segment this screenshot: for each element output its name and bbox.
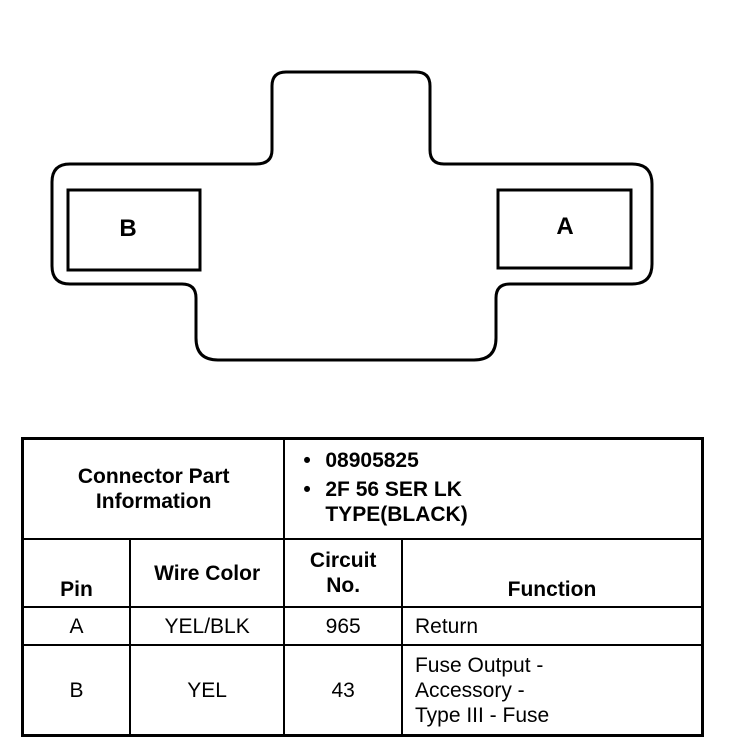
function-cell: Fuse Output - Accessory - Type III - Fus…	[400, 644, 704, 737]
wire-color-cell: YEL	[128, 644, 286, 737]
part-info-label-line2: Information	[95, 490, 212, 513]
function-line: Return	[414, 614, 478, 638]
part-number-line2: TYPE(BLACK)	[325, 502, 468, 526]
header-circuit-no: Circuit No.	[283, 538, 403, 608]
connector-housing-outline	[50, 70, 654, 362]
cavity-a	[496, 188, 633, 270]
cavity-b	[66, 188, 202, 272]
part-numbers-cell: 08905825 2F 56 SER LK TYPE(BLACK)	[283, 437, 704, 540]
function-cell: Return	[400, 606, 704, 646]
function-line: Type III - Fuse	[414, 703, 550, 727]
header-function: Function	[400, 538, 704, 608]
cavity-b-label: B	[119, 215, 136, 242]
wire-color-cell: YEL/BLK	[128, 606, 286, 646]
header-wire-color: Wire Color	[128, 538, 286, 608]
part-number: 2F 56 SER LK TYPE(BLACK)	[303, 477, 701, 527]
part-info-row: Connector Part Information 08905825 2F 5…	[21, 437, 704, 540]
table-row: B YEL 43 Fuse Output - Accessory - Type …	[21, 644, 704, 737]
circuit-cell: 43	[283, 644, 403, 737]
header-pin: Pin	[21, 538, 131, 608]
function-line: Fuse Output -	[414, 653, 544, 677]
circuit-cell: 965	[283, 606, 403, 646]
header-circuit-line2: No.	[326, 574, 361, 597]
header-circuit-line1: Circuit	[309, 549, 377, 572]
function-line: Accessory -	[414, 678, 525, 702]
connector-face-diagram: B A	[50, 70, 654, 362]
connector-info-table: Connector Part Information 08905825 2F 5…	[21, 437, 704, 737]
part-numbers-list: 08905825 2F 56 SER LK TYPE(BLACK)	[285, 442, 701, 537]
part-number-line1: 2F 56 SER LK	[325, 477, 462, 501]
table-row: A YEL/BLK 965 Return	[21, 606, 704, 646]
part-info-label-line1: Connector Part	[77, 465, 230, 488]
pin-cell: A	[21, 606, 131, 646]
cavity-a-label: A	[556, 213, 573, 240]
part-number: 08905825	[303, 448, 701, 473]
part-info-label: Connector Part Information	[21, 437, 286, 540]
pin-cell: B	[21, 644, 131, 737]
header-row: Pin Wire Color Circuit No. Function	[21, 538, 704, 608]
